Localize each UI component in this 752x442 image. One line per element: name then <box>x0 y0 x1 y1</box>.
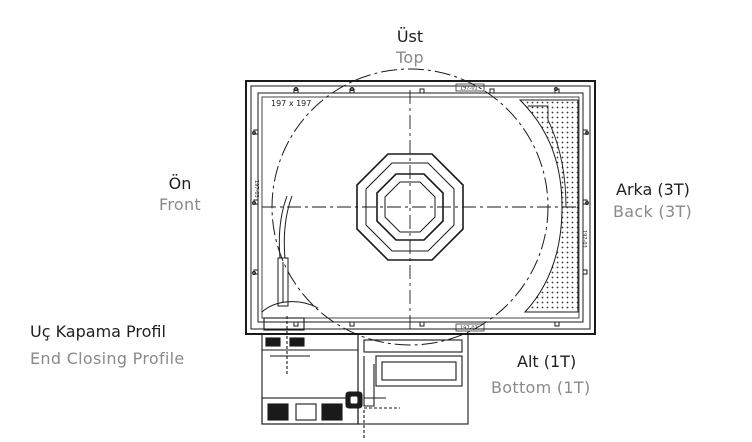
tag-top: 197-01 <box>460 86 478 92</box>
tag-left: 197-03 <box>253 180 259 198</box>
label-front-en: Front <box>159 195 201 214</box>
tag-bottom: 197-02 <box>460 326 478 332</box>
octagonal-shaft <box>356 153 464 261</box>
label-back-en: Back (3T) <box>613 202 693 221</box>
end-closing-profile <box>261 316 359 425</box>
profile-ribs <box>253 88 588 327</box>
insulation-inner-edge <box>528 105 567 208</box>
label-front-tr: Ön <box>168 174 192 193</box>
insulation-fill <box>518 99 579 313</box>
label-bottom-tr: Alt (1T) <box>517 352 577 371</box>
bottom-profile <box>345 333 469 440</box>
label-back-tr: Arka (3T) <box>616 180 690 199</box>
front-guide <box>261 195 319 313</box>
label-endcap-tr: Uç Kapama Profil <box>30 322 166 341</box>
label-bottom-en: Bottom (1T) <box>491 378 591 397</box>
tag-bottom-frame <box>455 323 485 332</box>
label-endcap-en: End Closing Profile <box>30 349 185 368</box>
drawing-size-label: 197 x 197 <box>271 99 311 108</box>
label-top-tr: Üst <box>396 27 424 46</box>
tag-top-frame <box>455 83 485 92</box>
profile-holes <box>252 87 589 275</box>
label-top-en: Top <box>396 48 424 67</box>
tag-right: 197-03 <box>581 230 587 248</box>
